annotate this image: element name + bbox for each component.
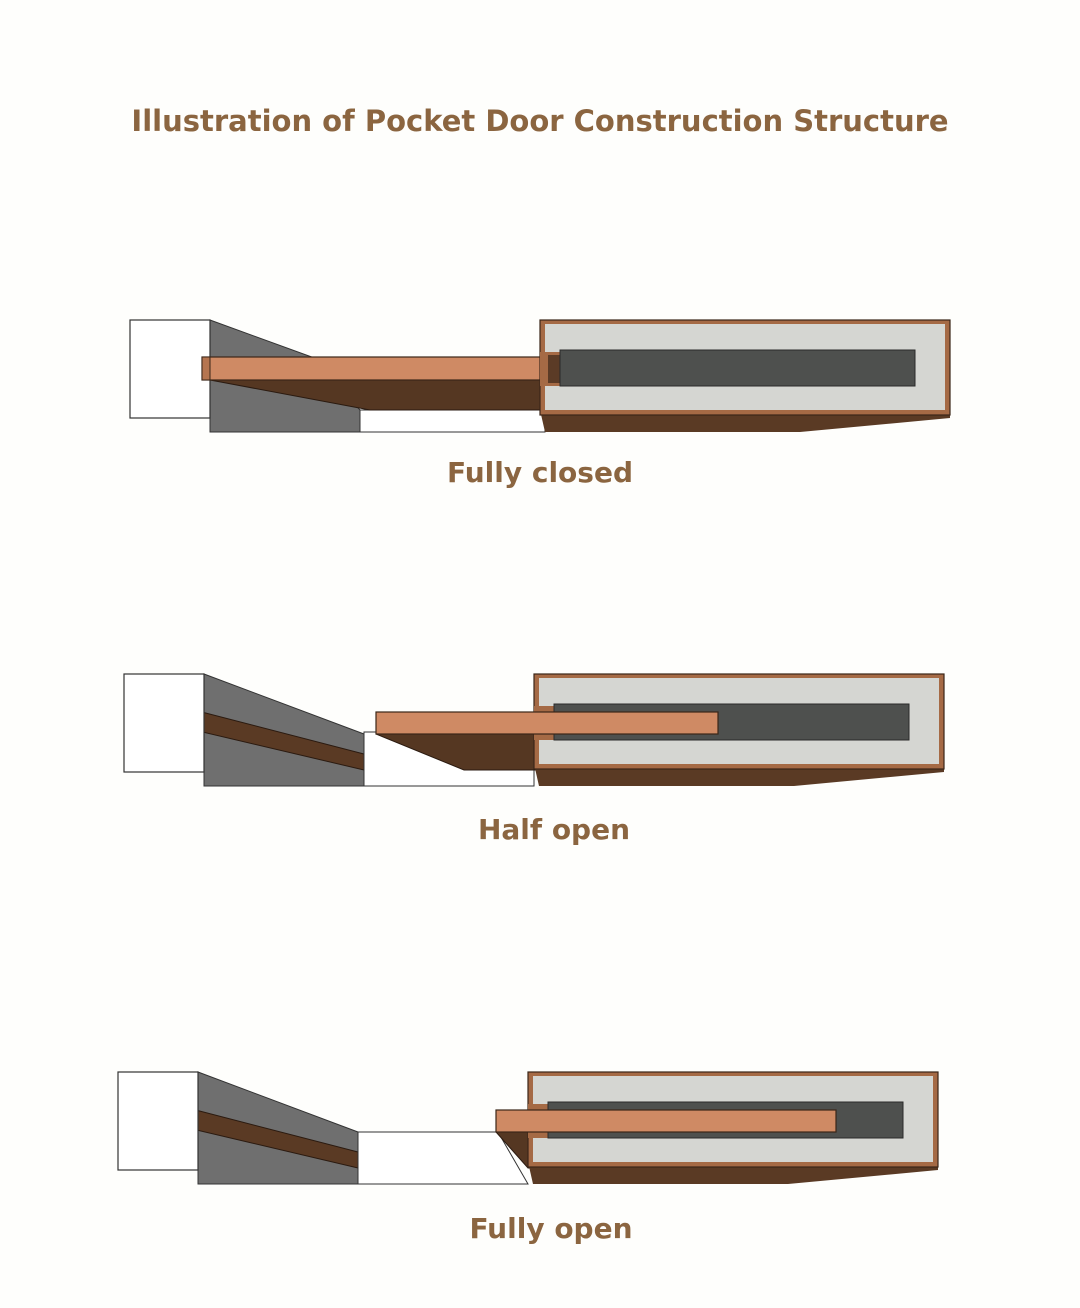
diagram-fully-open bbox=[108, 1062, 948, 1192]
left-jamb-face bbox=[123, 673, 205, 773]
diagram-half-open bbox=[114, 664, 954, 794]
caption-half-open: Half open bbox=[477, 813, 631, 846]
left-jamb-face bbox=[117, 1071, 199, 1171]
door-panel bbox=[201, 356, 551, 381]
diagram-fully-closed bbox=[120, 310, 960, 440]
pocket-cavity bbox=[559, 349, 916, 387]
door-panel bbox=[375, 711, 719, 735]
diagram-title: Illustration of Pocket Door Construction… bbox=[131, 104, 949, 138]
caption-fully-open: Fully open bbox=[469, 1212, 633, 1245]
door-panel bbox=[495, 1109, 837, 1133]
left-jamb-face bbox=[129, 319, 211, 419]
half-open-illustration bbox=[123, 673, 945, 787]
fully-open-illustration bbox=[117, 1071, 939, 1185]
fully-closed-illustration bbox=[129, 319, 951, 433]
caption-fully-closed: Fully closed bbox=[447, 456, 633, 489]
